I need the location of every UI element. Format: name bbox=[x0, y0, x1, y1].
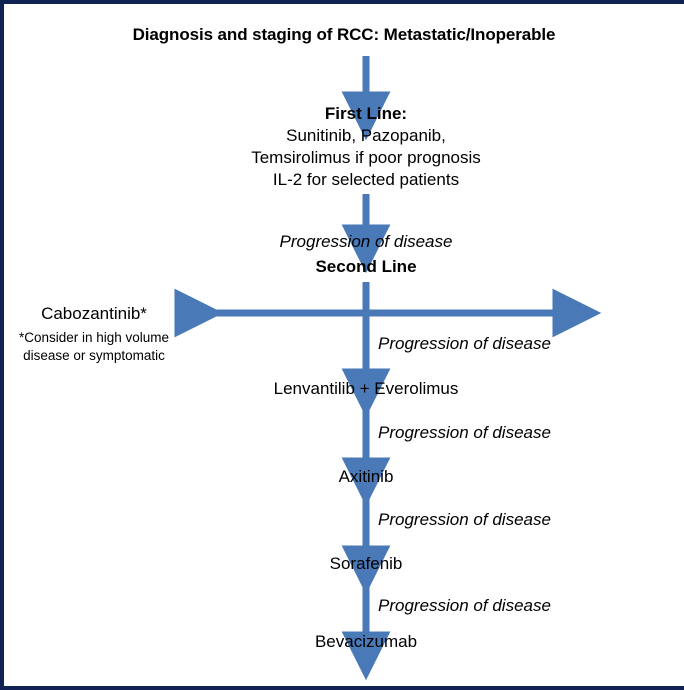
drug-node-sorafenib: Sorafenib bbox=[329, 554, 403, 573]
first-line-block: First Line: Sunitinib, Pazopanib, Temsir… bbox=[184, 103, 548, 191]
first-line-option-1: Sunitinib, Pazopanib, bbox=[286, 126, 446, 146]
branch-footnote-line-1: *Consider in high volume bbox=[18, 330, 170, 345]
progression-label-lenvantilib-to-axitinib: Progression of disease bbox=[378, 423, 551, 442]
drug-node-bevacizumab: Bevacizumab bbox=[314, 632, 418, 651]
branch-footnote: *Consider in high volume disease or symp… bbox=[4, 329, 184, 364]
drug-node-axitinib: Axitinib bbox=[338, 467, 394, 486]
diagram-title: Diagnosis and staging of RCC: Metastatic… bbox=[132, 25, 556, 44]
drug-node-lenvantilib-everolimus: Lenvantilib + Everolimus bbox=[273, 379, 459, 398]
first-line-option-2: Temsirolimus if poor prognosis bbox=[251, 148, 481, 168]
progression-label-second-to-lenvantilib: Progression of disease bbox=[378, 334, 551, 353]
branch-footnote-line-2: disease or symptomatic bbox=[23, 347, 165, 363]
second-line-heading: Second Line bbox=[315, 257, 417, 276]
first-line-option-3: IL-2 for selected patients bbox=[272, 170, 460, 190]
progression-label-axitinib-to-sorafenib: Progression of disease bbox=[378, 510, 551, 529]
progression-label-sorafenib-to-bevacizumab: Progression of disease bbox=[378, 596, 551, 615]
first-line-heading: First Line: bbox=[324, 104, 408, 123]
progression-label-first-to-second: Progression of disease bbox=[279, 232, 453, 251]
branch-label-cabozantinib: Cabozantinib* bbox=[41, 304, 147, 323]
